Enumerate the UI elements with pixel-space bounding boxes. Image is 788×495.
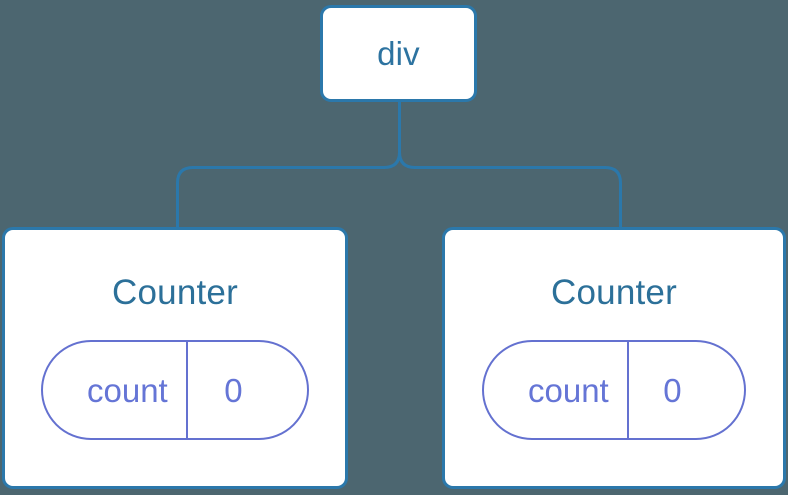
component-title: Counter <box>112 273 238 312</box>
component-card-counter-right[interactable]: Counter count 0 <box>442 227 786 489</box>
component-title: Counter <box>551 273 677 312</box>
root-node-div[interactable]: div <box>320 5 477 102</box>
state-value-label: 0 <box>224 371 243 409</box>
state-pill[interactable]: count 0 <box>41 340 309 440</box>
state-key-label: count <box>528 371 609 409</box>
state-pill[interactable]: count 0 <box>482 340 746 440</box>
state-key-label: count <box>87 371 168 409</box>
connector-branch-left <box>176 151 401 229</box>
state-value-label: 0 <box>663 371 682 409</box>
component-card-counter-left[interactable]: Counter count 0 <box>2 227 348 489</box>
state-pill-divider <box>626 342 629 438</box>
connector-branch-right <box>398 151 622 229</box>
state-pill-divider <box>185 342 188 438</box>
root-node-label: div <box>377 35 420 72</box>
